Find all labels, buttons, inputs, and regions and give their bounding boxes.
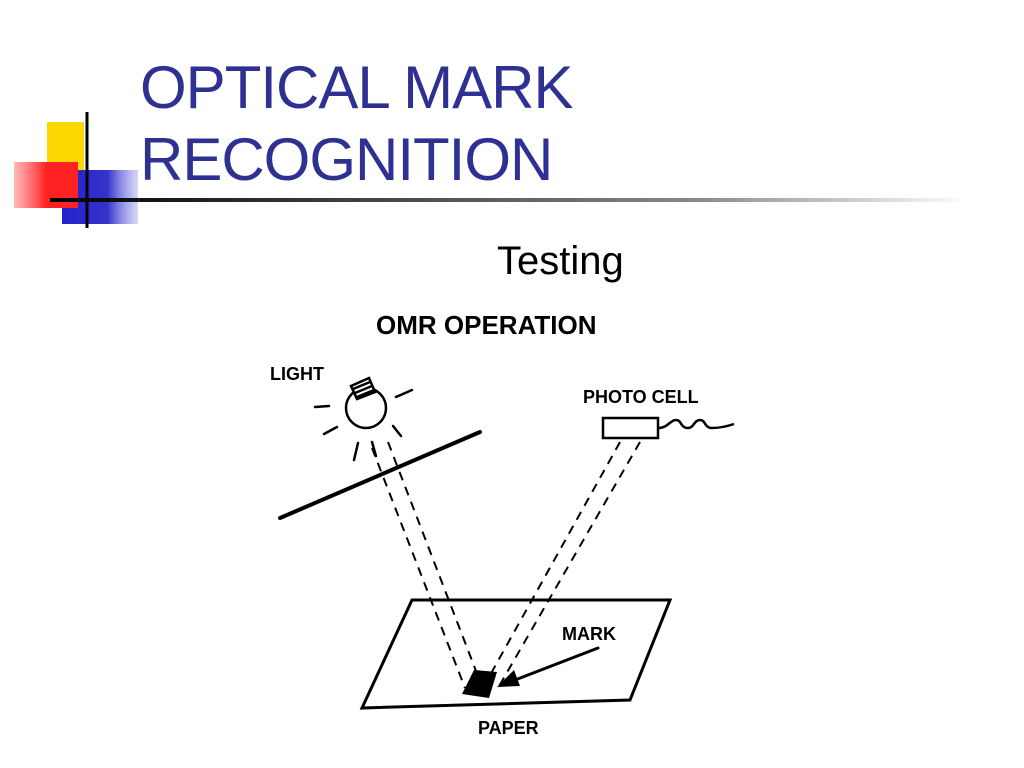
title-rule	[50, 198, 970, 202]
slide-title: OPTICAL MARK RECOGNITION	[140, 52, 574, 196]
light-label: LIGHT	[270, 364, 324, 384]
slide-title-line-1: OPTICAL MARK	[140, 54, 574, 121]
mark-label: MARK	[562, 624, 616, 644]
photo-cell-label: PHOTO CELL	[583, 387, 699, 407]
light-rays-icon	[313, 388, 414, 462]
slide-decoration	[14, 112, 970, 228]
mark-arrow-icon	[497, 646, 600, 687]
photo-cell-icon	[601, 416, 735, 440]
paper-label: PAPER	[478, 718, 539, 738]
slide-subtitle: Testing	[497, 239, 624, 283]
diagram-heading: OMR OPERATION	[376, 310, 597, 340]
slide-title-line-2: RECOGNITION	[140, 126, 553, 193]
light-beam-reflected	[483, 441, 641, 689]
paper-sheet	[359, 598, 673, 710]
light-bulb-icon	[344, 376, 388, 430]
lens-line	[278, 430, 482, 520]
light-beam-incident	[371, 441, 482, 689]
mark-spot	[462, 670, 497, 698]
